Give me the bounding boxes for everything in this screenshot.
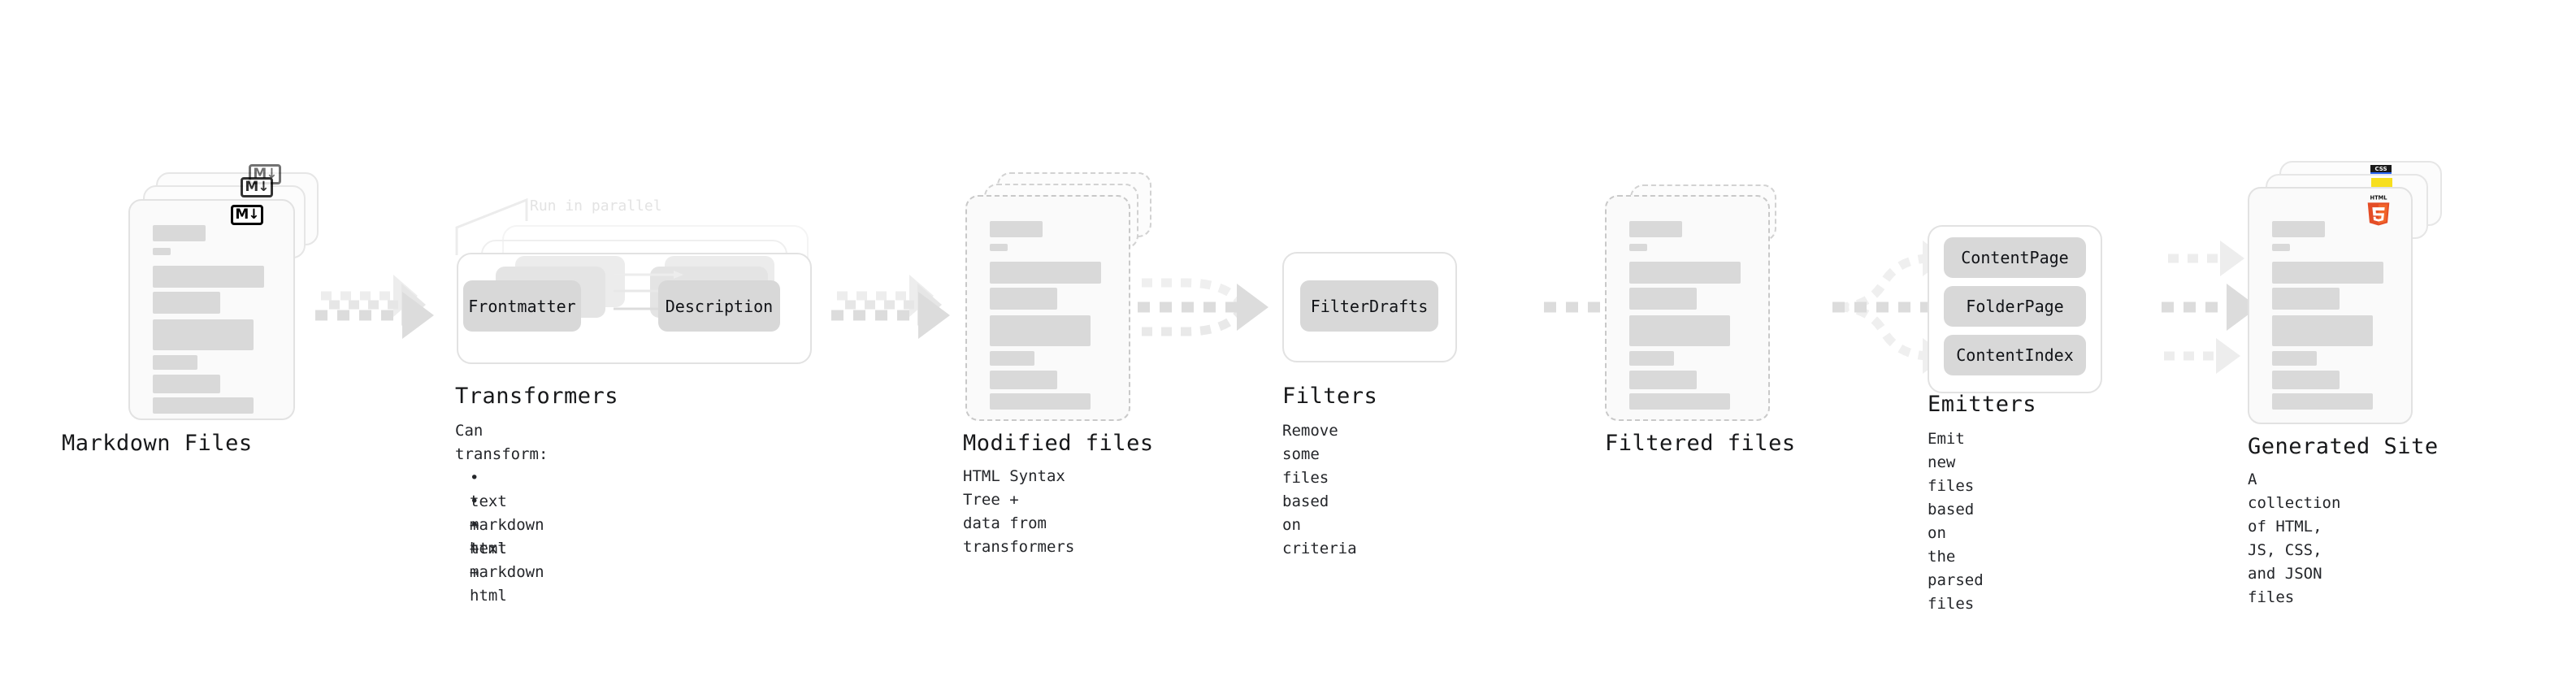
markdown-badge: M↓ [231,205,263,225]
bullet-text: text → text [470,492,507,557]
modified-card-front [965,195,1130,421]
transformers-bullet-0: • text → text [470,443,507,561]
svg-text:HTML: HTML [2370,195,2388,202]
run-in-parallel-bracket [455,198,528,255]
content-bar [990,393,1091,410]
content-bar [1629,351,1674,366]
content-bar [2272,244,2290,251]
stage-title-modified-files: Modified files [963,431,1154,456]
chip-folderpage[interactable]: FolderPage [1944,286,2086,327]
transformers-desc: Can transform: [455,422,549,463]
content-bar [2272,371,2340,389]
content-bar [990,371,1057,389]
content-bar [990,221,1043,237]
content-bar [990,351,1034,366]
content-bar [990,288,1057,310]
chip-label: FolderPage [1966,297,2064,316]
bullet-glyph: • [470,492,479,510]
arrow-modified-to-filters [1138,278,1268,336]
content-bar [153,292,220,314]
content-bar [153,319,254,350]
filters-desc: Remove some files based on criteria [1282,422,1357,557]
content-bar [1629,288,1697,310]
transformers-bullet-1: • markdown → markdown [470,466,544,584]
modified-files-desc: HTML Syntax Tree + data from transformer… [963,467,1075,556]
content-bar [153,375,220,393]
content-bar [153,225,206,241]
site-card-front [2248,187,2413,424]
bullet-glyph: • [470,516,479,534]
content-bar [990,315,1091,346]
stage-title-markdown-files: Markdown Files [62,431,253,456]
content-bar [1629,262,1741,284]
run-in-parallel-label: Run in parallel [530,197,662,215]
content-bar [153,248,171,255]
markdown-card-front [128,199,295,420]
stage-title-filtered-files: Filtered files [1605,431,1796,456]
chip-label: ContentIndex [1956,345,2074,365]
stage-title-transformers: Transformers [455,384,619,409]
transformers-bullet-2: • html → html [470,490,507,608]
chip-label: Description [665,296,774,316]
arrow-emitters-to-site [2162,241,2258,374]
bullet-text: html → html [470,540,507,605]
content-bar [2272,288,2340,310]
content-bar [153,397,254,414]
chip-filterdrafts[interactable]: FilterDrafts [1300,280,1438,332]
emitters-desc: Emit new files based on the parsed files [1928,430,1984,613]
bullet-text: markdown → markdown [470,516,544,581]
content-bar [2272,262,2383,284]
content-bar [2272,315,2373,346]
stage-title-filters: Filters [1282,384,1378,409]
generated-site-desc: A collection of HTML, JS, CSS, and JSON … [2248,471,2341,606]
chip-contentpage[interactable]: ContentPage [1944,237,2086,278]
stage-title-generated-site: Generated Site [2248,434,2439,459]
chip-description[interactable]: Description [658,280,780,332]
bullet-glyph: • [470,469,479,487]
chip-contentindex[interactable]: ContentIndex [1944,335,2086,375]
chip-label: FilterDrafts [1310,296,1429,316]
content-bar [1629,315,1730,346]
content-bar [1629,221,1682,237]
html5-badge: HTML [2367,195,2390,226]
arrow-transformers-to-modified [831,275,950,339]
content-bar [990,244,1008,251]
markdown-badge-ghost-mid: M↓ [241,177,273,197]
chip-frontmatter[interactable]: Frontmatter [463,280,581,332]
content-bar [2272,393,2373,410]
chip-label: ContentPage [1961,248,2069,267]
content-bar [1629,371,1697,389]
content-bar [153,355,197,370]
content-bar [153,266,264,288]
content-bar [2272,351,2317,366]
filtered-card-front [1605,195,1770,421]
stage-title-emitters: Emitters [1928,392,2037,417]
chip-label: Frontmatter [468,296,576,316]
content-bar [1629,393,1730,410]
arrow-markdown-to-transformers [315,275,434,339]
content-bar [1629,244,1647,251]
content-bar [990,262,1101,284]
content-bar [2272,221,2325,237]
css-badge-label: CSS [2374,165,2387,172]
